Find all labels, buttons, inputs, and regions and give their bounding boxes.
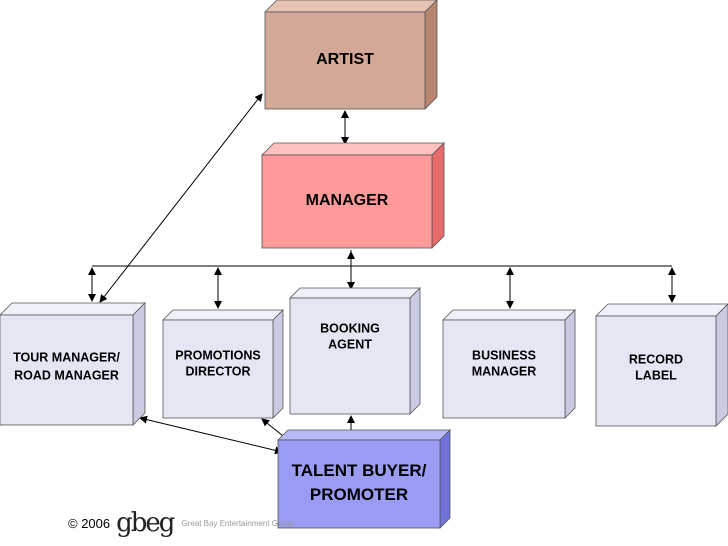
- talent-buyer-box-top: [277, 429, 451, 441]
- promotions-director-box: PROMOTIONS DIRECTOR: [162, 309, 284, 419]
- business-manager-box-front: [442, 319, 566, 419]
- tour-manager-box-side: [132, 302, 146, 426]
- tour-manager-box-top: [0, 302, 146, 316]
- company-logo: gbeg: [116, 508, 175, 538]
- talent-buyer-label-line: PROMOTER: [310, 485, 408, 504]
- record-label-box-front: [595, 315, 717, 427]
- talent-buyer-label: TALENT BUYER/PROMOTER: [292, 461, 427, 504]
- tour-manager-box-front: [0, 314, 134, 426]
- talent-buyer-label-line: TALENT BUYER/: [292, 461, 427, 480]
- promotions-director-box-top: [162, 309, 284, 321]
- business-manager-box: BUSINESS MANAGER: [442, 309, 576, 419]
- artist-tour-manager-connector: [99, 93, 263, 303]
- booking-agent-label: BOOKING AGENT: [320, 321, 380, 351]
- manager-box-top: [261, 142, 445, 156]
- booking-agent-label-line: BOOKING: [320, 321, 380, 335]
- manager-box: MANAGER: [261, 142, 445, 249]
- promotions-director-box-front: [162, 319, 274, 419]
- footer: © 2006 gbeg Great Bay Entertainment Grou…: [68, 508, 294, 538]
- business-manager-box-side: [564, 309, 576, 419]
- talent-buyer-box-side: [439, 429, 451, 529]
- record-label-box-side: [715, 303, 728, 427]
- record-label-box: RECORD LABEL: [595, 303, 728, 427]
- manager-box-side: [431, 142, 445, 249]
- manager-label: MANAGER: [306, 192, 389, 209]
- artist-box-top: [264, 0, 438, 13]
- talent-buyer-box: TALENT BUYER/PROMOTER: [277, 429, 451, 529]
- record-label-label-line: LABEL: [635, 368, 677, 382]
- booking-agent-label-line: AGENT: [328, 337, 372, 351]
- tour-manager-label-line: ROAD MANAGER: [14, 368, 119, 382]
- record-label-label: RECORD LABEL: [629, 352, 683, 382]
- promotions-director-label-line: DIRECTOR: [185, 364, 250, 378]
- promotions-director-label-line: PROMOTIONS: [175, 348, 260, 362]
- business-manager-box-top: [442, 309, 576, 321]
- tour-manager-box: TOUR MANAGER/ROAD MANAGER: [0, 302, 146, 426]
- company-name: Great Bay Entertainment Group: [181, 518, 294, 528]
- booking-agent-box-side: [409, 287, 421, 415]
- artist-box-side: [424, 0, 438, 110]
- promotions-director-label: PROMOTIONS DIRECTOR: [175, 348, 260, 378]
- talent-buyer-box-front: [277, 439, 441, 529]
- artist-label: ARTIST: [316, 51, 374, 68]
- business-manager-label-line: MANAGER: [472, 364, 537, 378]
- tour-manager-label: TOUR MANAGER/ROAD MANAGER: [13, 350, 120, 382]
- booking-agent-box: BOOKING AGENT: [289, 287, 421, 415]
- manager-label-line: MANAGER: [306, 192, 389, 209]
- booking-agent-box-top: [289, 287, 421, 299]
- promotions-director-box-side: [272, 309, 284, 419]
- boxes: ARTIST MANAGER TOUR MANAGER/ROAD MANAGER PR…: [0, 0, 728, 529]
- artist-box: ARTIST: [264, 0, 438, 110]
- record-label-label-line: RECORD: [629, 352, 683, 366]
- manager-box-front: [261, 154, 433, 249]
- tour-manager-talent-buyer-connector: [139, 415, 283, 455]
- artist-box-front: [264, 11, 426, 110]
- record-label-box-top: [595, 303, 728, 317]
- connectors: [88, 93, 676, 455]
- booking-agent-box-front: [289, 297, 411, 415]
- copyright-text: © 2006: [68, 515, 111, 531]
- business-manager-label-line: BUSINESS: [472, 348, 536, 362]
- artist-label-line: ARTIST: [316, 51, 374, 68]
- tour-manager-label-line: TOUR MANAGER/: [13, 350, 120, 364]
- business-manager-label: BUSINESS MANAGER: [472, 348, 537, 378]
